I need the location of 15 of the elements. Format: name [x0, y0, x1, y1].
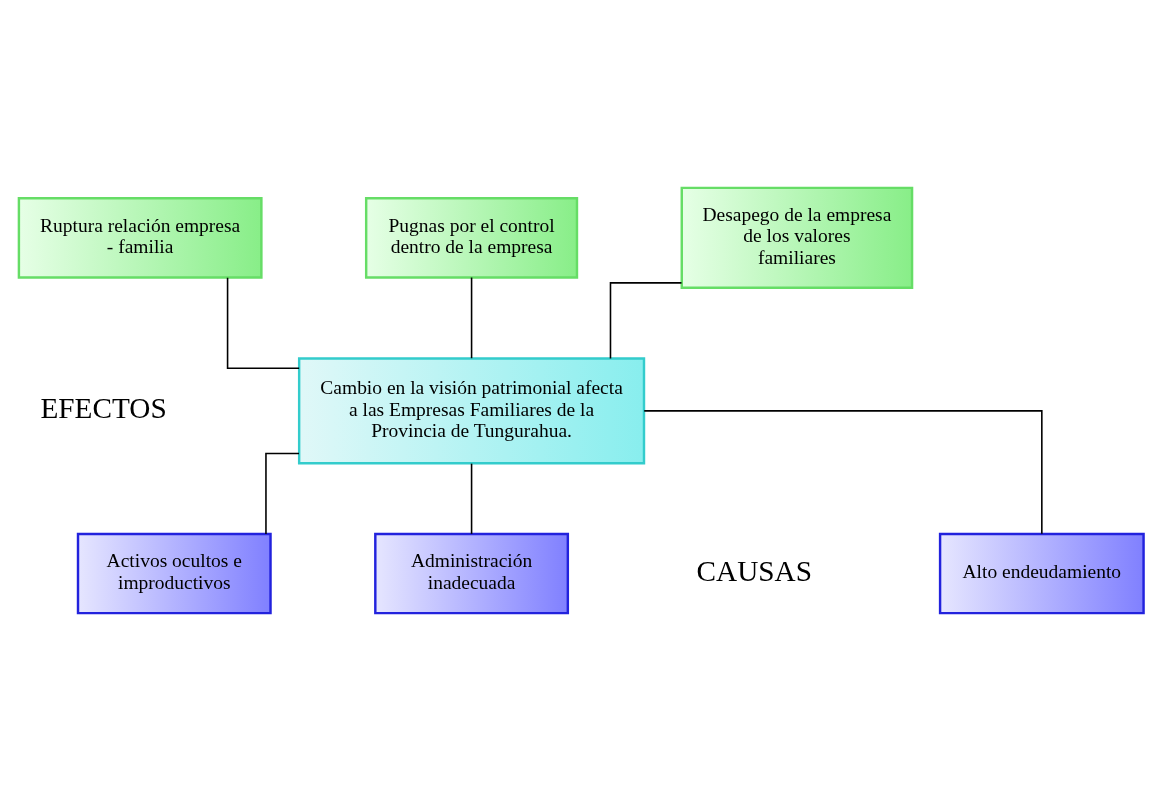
label: CAUSAS	[696, 555, 812, 588]
connector	[643, 410, 1043, 535]
connector	[226, 276, 300, 369]
node-box: Administración inadecuada	[374, 532, 570, 615]
connector	[470, 276, 473, 359]
node-box: Ruptura relación empresa - familia	[17, 197, 263, 279]
node-box: Pugnas por el control dentro de la empresa	[364, 197, 579, 279]
node-box: Cambio en la visión patrimonial afecta a las Empresas Familiares de la Provincia de Tungurahua.	[297, 357, 646, 465]
connector	[609, 282, 683, 360]
node-box: Activos ocultos e improductivos	[76, 532, 272, 615]
node-box: Alto endeudamiento	[938, 532, 1145, 615]
connector	[470, 462, 473, 535]
connector	[265, 452, 300, 535]
label: EFECTOS	[40, 392, 167, 425]
node-box: Desapego de la empresa de los valores familiares	[680, 186, 914, 289]
